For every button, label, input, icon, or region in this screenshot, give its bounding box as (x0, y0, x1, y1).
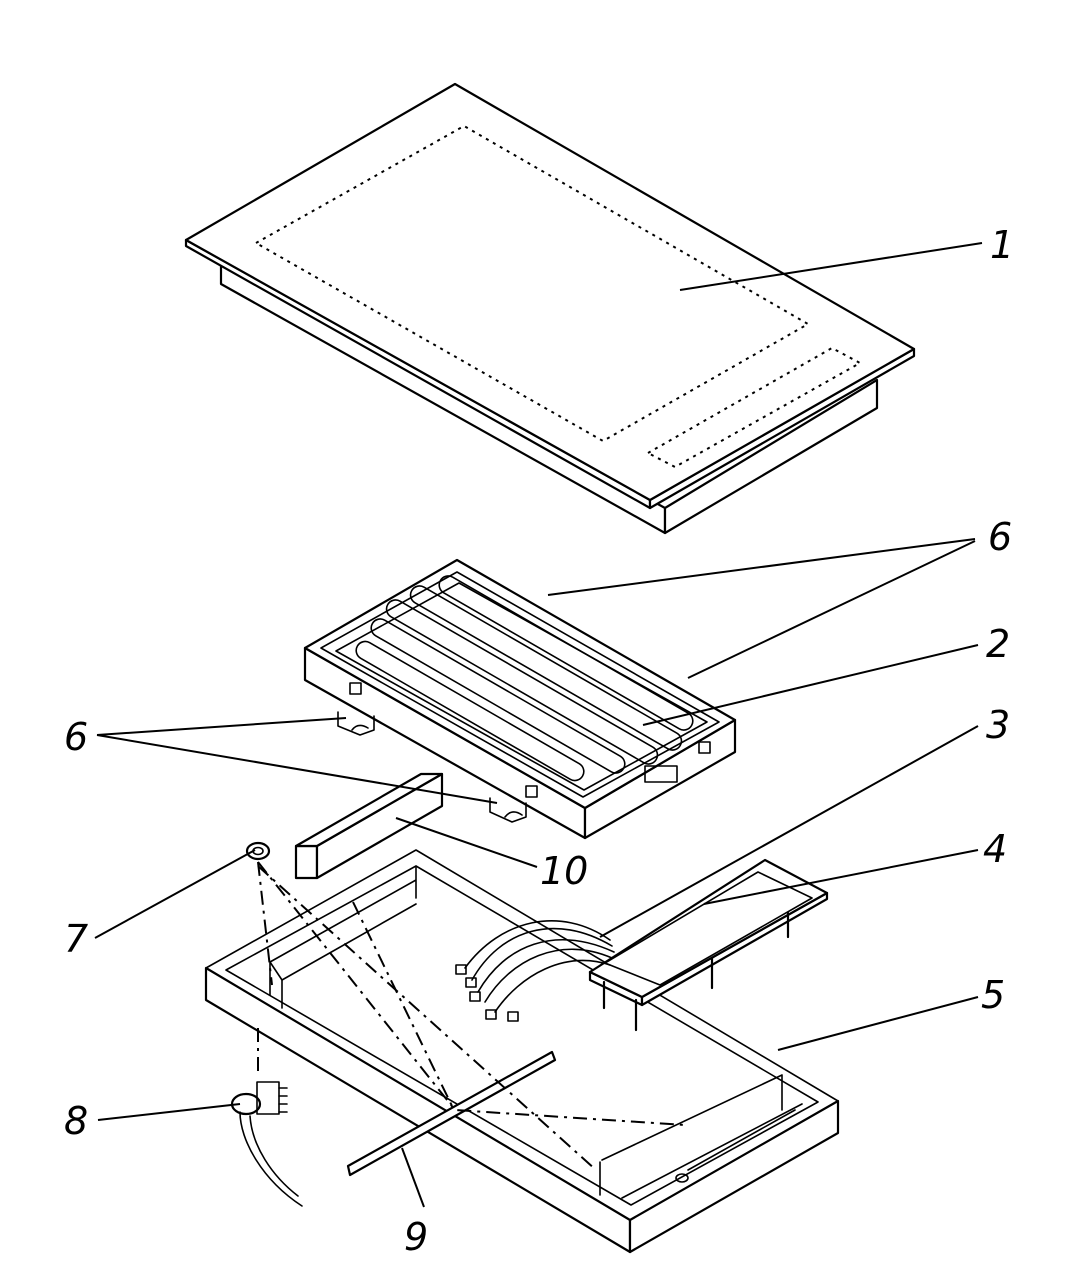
part-2-heating-tray (303, 558, 737, 840)
label-9: 9 (404, 1215, 428, 1259)
label-2: 2 (986, 622, 1010, 666)
label-3: 3 (986, 703, 1010, 747)
label-4: 4 (983, 827, 1007, 871)
part-8-connector (230, 1081, 303, 1207)
label-6-left: 6 (64, 715, 88, 759)
part-5-base-housing (204, 849, 840, 1254)
part-1-top-plate (184, 82, 916, 535)
part-10-bar (294, 772, 444, 880)
label-10: 10 (540, 849, 588, 893)
label-1: 1 (990, 223, 1014, 267)
leader-lines (94, 242, 983, 1208)
part-9-rod (346, 1050, 557, 1177)
part-labels: 1 6 2 6 3 4 10 7 5 8 9 (64, 223, 1014, 1259)
part-3-4-control-board (455, 858, 829, 1032)
label-5: 5 (981, 973, 1005, 1017)
assembly-guide-lines (257, 861, 686, 1171)
part-6-feet (337, 711, 527, 823)
label-7: 7 (64, 917, 88, 961)
wire-harness (455, 920, 615, 1022)
label-8: 8 (64, 1099, 88, 1143)
part-7-disc (245, 841, 271, 861)
heating-coil-loops (355, 575, 694, 782)
label-6-top: 6 (988, 515, 1012, 559)
